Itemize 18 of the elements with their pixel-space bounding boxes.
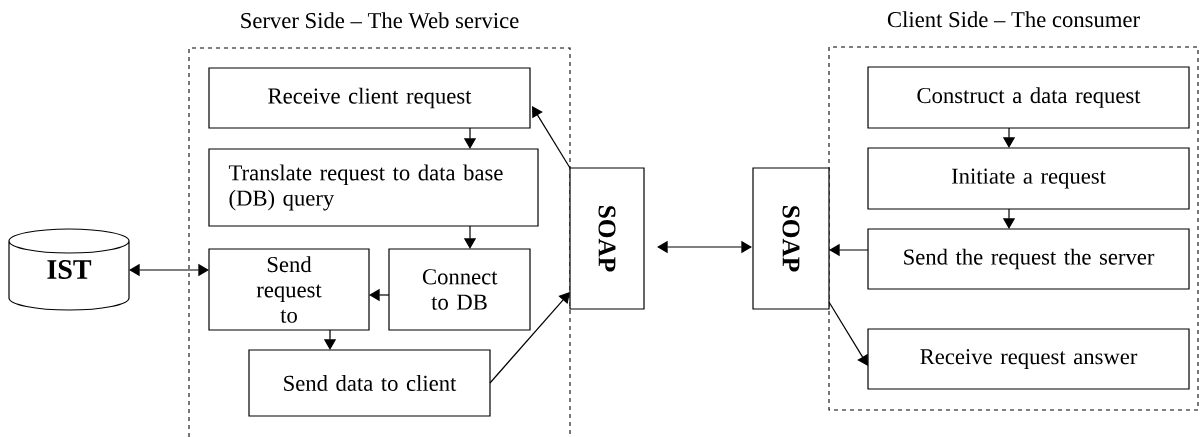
arrow <box>532 106 571 169</box>
process-box: Send data to client <box>248 349 491 417</box>
process-box: Initiate a request <box>867 147 1190 210</box>
process-box: Receive request answer <box>867 328 1190 390</box>
arrow <box>129 263 209 277</box>
database-cylinder: IST <box>8 228 130 311</box>
soap-box: SOAP <box>569 167 645 310</box>
process-box: Connect to DB <box>388 248 531 331</box>
arrow <box>489 292 570 384</box>
process-box: Send the request the server <box>867 228 1190 290</box>
process-box: Translate request to data base (DB) query <box>208 148 539 227</box>
arrow <box>657 240 752 254</box>
soap-box: SOAP <box>752 167 830 310</box>
node-label: Client Side – The consumer <box>887 11 1140 28</box>
arrow <box>828 301 868 366</box>
process-box: Construct a data request <box>867 66 1190 129</box>
process-box: Receive client request <box>208 67 531 129</box>
process-box: Send request to <box>208 248 370 331</box>
